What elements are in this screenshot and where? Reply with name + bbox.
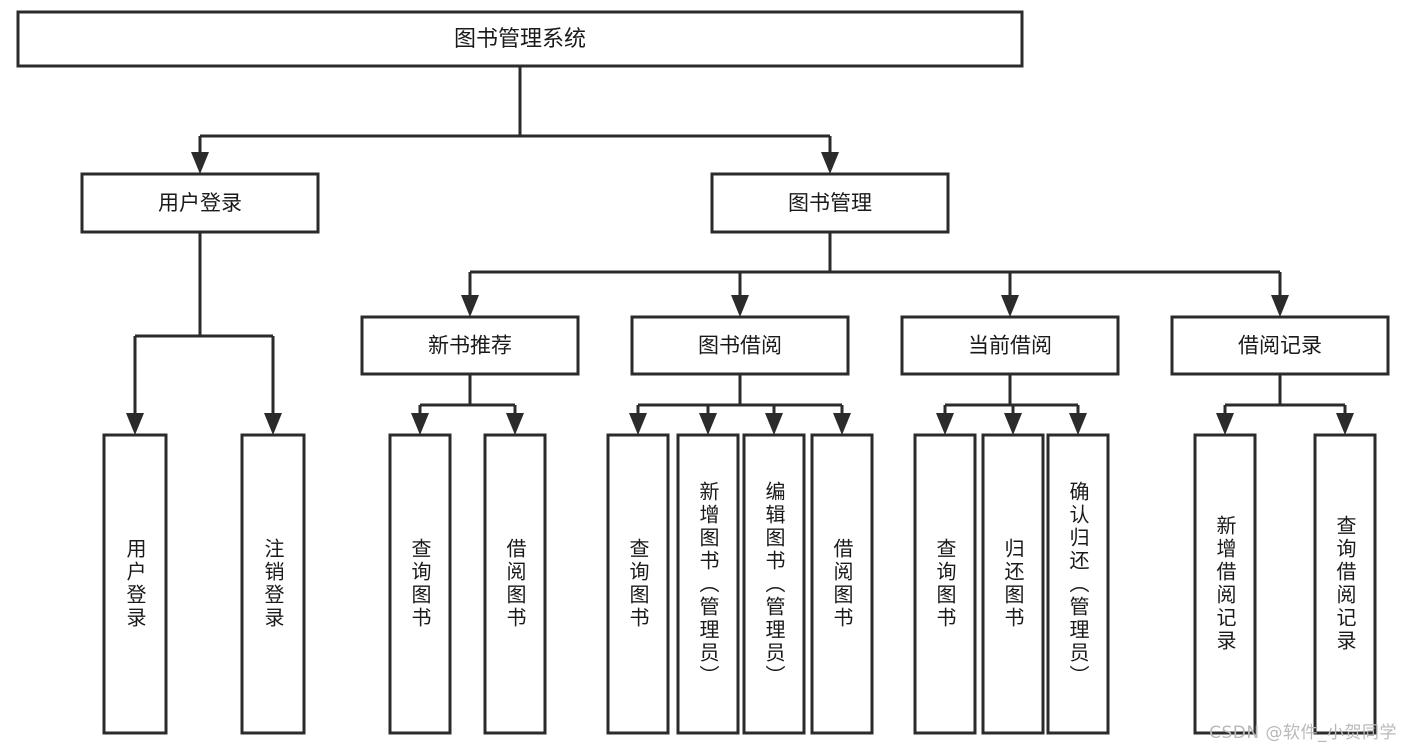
node-box-edit-book-admin xyxy=(742,433,806,735)
arrow-add-borrow-record xyxy=(1216,413,1234,435)
arrow-user-login-leaf xyxy=(126,413,144,435)
node-box-query-book-3 xyxy=(913,433,977,735)
node-label-user-login: 用户登录 xyxy=(158,191,242,215)
arrow-user-logout-leaf xyxy=(264,413,282,435)
node-label-wrap-borrow-book-1: 借阅图书 xyxy=(503,538,527,630)
node-box-book-management xyxy=(710,172,950,234)
node-box-new-book-recommend xyxy=(360,315,580,376)
arrow-current-borrow xyxy=(1001,295,1019,317)
node-label-borrow-book-1: 借阅图书 xyxy=(503,538,527,630)
node-label-add-book-admin: 新增图书（管理员） xyxy=(696,480,720,688)
node-label-query-borrow-record: 查询借阅记录 xyxy=(1333,515,1357,653)
arrow-add-book-admin xyxy=(699,413,717,435)
node-current-borrow[interactable]: 当前借阅 xyxy=(900,315,1120,376)
arrow-book-borrow xyxy=(731,295,749,317)
node-borrow-records[interactable]: 借阅记录 xyxy=(1170,315,1390,376)
node-label-user-logout-leaf: 注销登录 xyxy=(261,538,285,630)
node-edit-book-admin[interactable]: 编辑图书（管理员） xyxy=(742,433,806,735)
node-label-query-book-3: 查询图书 xyxy=(933,538,957,630)
node-label-root: 图书管理系统 xyxy=(454,27,586,52)
node-user-login-leaf[interactable]: 用户登录 xyxy=(102,433,168,735)
node-label-wrap-edit-book-admin: 编辑图书（管理员） xyxy=(762,480,786,688)
node-box-borrow-records xyxy=(1170,315,1390,376)
node-label-wrap-confirm-return-admin: 确认归还（管理员） xyxy=(1066,480,1090,688)
node-label-book-management: 图书管理 xyxy=(788,191,872,215)
node-box-return-book xyxy=(981,433,1045,735)
node-return-book[interactable]: 归还图书 xyxy=(981,433,1045,735)
node-box-borrow-book-1 xyxy=(483,433,547,735)
node-add-borrow-record[interactable]: 新增借阅记录 xyxy=(1193,433,1257,735)
node-add-book-admin[interactable]: 新增图书（管理员） xyxy=(676,433,740,735)
node-label-add-borrow-record: 新增借阅记录 xyxy=(1213,515,1237,653)
node-box-add-borrow-record xyxy=(1193,433,1257,735)
arrow-borrow-records xyxy=(1271,295,1289,317)
node-label-wrap-add-book-admin: 新增图书（管理员） xyxy=(696,480,720,688)
node-root[interactable]: 图书管理系统 xyxy=(16,10,1024,68)
node-new-book-recommend[interactable]: 新书推荐 xyxy=(360,315,580,376)
node-label-book-borrow: 图书借阅 xyxy=(698,334,782,358)
node-label-wrap-user-login-leaf: 用户登录 xyxy=(123,538,147,630)
arrow-query-book-2 xyxy=(629,413,647,435)
arrow-borrow-book-2 xyxy=(833,413,851,435)
node-borrow-book-1[interactable]: 借阅图书 xyxy=(483,433,547,735)
node-box-user-logout-leaf xyxy=(240,433,306,735)
node-label-wrap-query-book-2: 查询图书 xyxy=(626,538,650,630)
arrow-user-login xyxy=(191,152,209,174)
arrow-book-management xyxy=(821,152,839,174)
arrow-edit-book-admin xyxy=(765,413,783,435)
node-user-login[interactable]: 用户登录 xyxy=(80,172,320,234)
arrow-query-book-3 xyxy=(936,413,954,435)
node-box-query-book-2 xyxy=(606,433,670,735)
node-book-borrow[interactable]: 图书借阅 xyxy=(630,315,850,376)
node-book-management[interactable]: 图书管理 xyxy=(710,172,950,234)
node-box-borrow-book-2 xyxy=(810,433,874,735)
node-label-user-login-leaf: 用户登录 xyxy=(123,538,147,630)
node-borrow-book-2[interactable]: 借阅图书 xyxy=(810,433,874,735)
node-label-query-book-1: 查询图书 xyxy=(408,538,432,630)
node-box-add-book-admin xyxy=(676,433,740,735)
node-label-borrow-records: 借阅记录 xyxy=(1238,334,1322,358)
node-query-book-1[interactable]: 查询图书 xyxy=(388,433,452,735)
node-user-logout-leaf[interactable]: 注销登录 xyxy=(240,433,306,735)
arrow-return-book xyxy=(1004,413,1022,435)
node-label-return-book: 归还图书 xyxy=(1001,538,1025,630)
nodes-layer: 图书管理系统用户登录用户登录注销登录图书管理新书推荐查询图书借阅图书图书借阅查询… xyxy=(16,10,1390,735)
node-label-wrap-query-borrow-record: 查询借阅记录 xyxy=(1333,515,1357,653)
node-query-borrow-record[interactable]: 查询借阅记录 xyxy=(1313,433,1377,735)
node-box-book-borrow xyxy=(630,315,850,376)
node-query-book-2[interactable]: 查询图书 xyxy=(606,433,670,735)
node-label-wrap-user-logout-leaf: 注销登录 xyxy=(261,538,285,630)
node-label-wrap-borrow-book-2: 借阅图书 xyxy=(830,538,854,630)
node-label-confirm-return-admin: 确认归还（管理员） xyxy=(1066,480,1090,688)
node-label-wrap-add-borrow-record: 新增借阅记录 xyxy=(1213,515,1237,653)
edges-layer xyxy=(126,66,1354,435)
arrow-new-book-recommend xyxy=(461,295,479,317)
node-box-user-login xyxy=(80,172,320,234)
arrow-query-book-1 xyxy=(411,413,429,435)
node-box-confirm-return-admin xyxy=(1046,433,1110,735)
node-box-query-borrow-record xyxy=(1313,433,1377,735)
node-confirm-return-admin[interactable]: 确认归还（管理员） xyxy=(1046,433,1110,735)
node-label-borrow-book-2: 借阅图书 xyxy=(830,538,854,630)
node-label-wrap-query-book-3: 查询图书 xyxy=(933,538,957,630)
node-box-current-borrow xyxy=(900,315,1120,376)
arrow-query-borrow-record xyxy=(1336,413,1354,435)
arrow-confirm-return-admin xyxy=(1069,413,1087,435)
node-query-book-3[interactable]: 查询图书 xyxy=(913,433,977,735)
node-label-query-book-2: 查询图书 xyxy=(626,538,650,630)
node-label-wrap-query-book-1: 查询图书 xyxy=(408,538,432,630)
node-label-edit-book-admin: 编辑图书（管理员） xyxy=(762,480,786,688)
node-box-user-login-leaf xyxy=(102,433,168,735)
node-label-wrap-return-book: 归还图书 xyxy=(1001,538,1025,630)
node-box-root xyxy=(16,10,1024,68)
arrow-borrow-book-1 xyxy=(506,413,524,435)
node-box-query-book-1 xyxy=(388,433,452,735)
node-label-current-borrow: 当前借阅 xyxy=(968,334,1052,358)
node-label-new-book-recommend: 新书推荐 xyxy=(428,334,512,358)
